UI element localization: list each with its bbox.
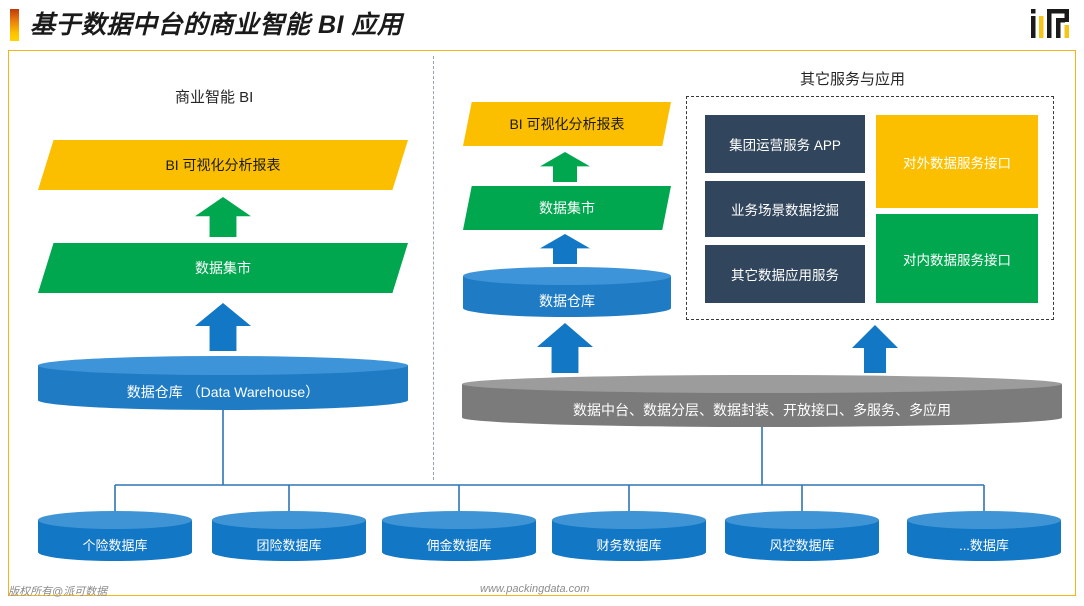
- service-card-business-scenario-mining[interactable]: 业务场景数据挖掘: [705, 181, 865, 237]
- source-db-risk-control[interactable]: 风控数据库: [725, 511, 879, 561]
- data-platform-cylinder[interactable]: 数据中台、数据分层、数据封装、开放接口、多服务、多应用: [462, 375, 1062, 427]
- source-db-label: 财务数据库: [596, 538, 662, 553]
- cylinder-top: [38, 511, 192, 529]
- service-card-label: 业务场景数据挖掘: [731, 203, 839, 218]
- data-mart-banner-right[interactable]: 数据集市: [463, 186, 671, 230]
- source-db-label: 佣金数据库: [426, 538, 492, 553]
- cylinder-top: [907, 511, 1061, 529]
- ifr-brand-logo-icon: [1031, 9, 1069, 38]
- source-db-finance[interactable]: 财务数据库: [552, 511, 706, 561]
- page-header: 基于数据中台的商业智能 BI 应用: [0, 0, 1084, 50]
- footer-url: www.packingdata.com: [480, 583, 590, 595]
- service-card-group-operations-app[interactable]: 集团运营服务 APP: [705, 115, 865, 173]
- caption-other-services: 其它服务与应用: [800, 71, 906, 88]
- source-db-other[interactable]: ...数据库: [907, 511, 1061, 561]
- bi-report-banner-right-label: BI 可视化分析报表: [509, 116, 625, 132]
- data-mart-banner-left[interactable]: 数据集市: [38, 243, 408, 293]
- cylinder-top: [38, 356, 408, 375]
- data-warehouse-cylinder-left[interactable]: 数据仓库 （Data Warehouse）: [38, 356, 408, 410]
- cylinder-top: [462, 375, 1062, 393]
- title-accent-bar: [10, 9, 19, 41]
- source-db-commission[interactable]: 佣金数据库: [382, 511, 536, 561]
- source-db-label: ...数据库: [959, 538, 1009, 553]
- content-frame: [8, 50, 1076, 596]
- service-card-internal-data-api[interactable]: 对内数据服务接口: [876, 214, 1038, 303]
- cylinder-top: [552, 511, 706, 529]
- source-db-group-insurance[interactable]: 团险数据库: [212, 511, 366, 561]
- data-warehouse-right-label: 数据仓库: [539, 293, 595, 309]
- service-card-external-data-api[interactable]: 对外数据服务接口: [876, 115, 1038, 208]
- cylinder-top: [382, 511, 536, 529]
- other-services-dashed-box: [686, 96, 1054, 320]
- data-platform-label: 数据中台、数据分层、数据封装、开放接口、多服务、多应用: [573, 402, 951, 418]
- bi-report-banner-right[interactable]: BI 可视化分析报表: [463, 102, 671, 146]
- service-card-label: 其它数据应用服务: [731, 268, 839, 283]
- bi-report-banner-left-label: BI 可视化分析报表: [165, 157, 281, 173]
- cylinder-top: [725, 511, 879, 529]
- source-db-personal-insurance[interactable]: 个险数据库: [38, 511, 192, 561]
- service-card-label: 集团运营服务 APP: [729, 138, 841, 153]
- service-card-other-data-applications[interactable]: 其它数据应用服务: [705, 245, 865, 303]
- bi-report-banner-left[interactable]: BI 可视化分析报表: [38, 140, 408, 190]
- service-card-label: 对外数据服务接口: [903, 155, 1011, 171]
- panel-divider: [433, 56, 434, 480]
- cylinder-top: [463, 267, 671, 285]
- caption-business-intelligence: 商业智能 BI: [175, 89, 254, 106]
- data-warehouse-left-label: 数据仓库 （Data Warehouse）: [126, 384, 320, 400]
- cylinder-top: [212, 511, 366, 529]
- source-db-label: 团险数据库: [256, 538, 322, 553]
- service-card-label: 对内数据服务接口: [903, 252, 1011, 268]
- data-mart-banner-left-label: 数据集市: [195, 260, 251, 276]
- footer-copyright: 版权所有@派可数据: [8, 586, 108, 598]
- data-warehouse-cylinder-right[interactable]: 数据仓库: [463, 267, 671, 317]
- page-title: 基于数据中台的商业智能 BI 应用: [30, 11, 403, 39]
- source-db-label: 风控数据库: [769, 538, 835, 553]
- source-db-label: 个险数据库: [82, 538, 148, 553]
- data-mart-banner-right-label: 数据集市: [539, 200, 595, 216]
